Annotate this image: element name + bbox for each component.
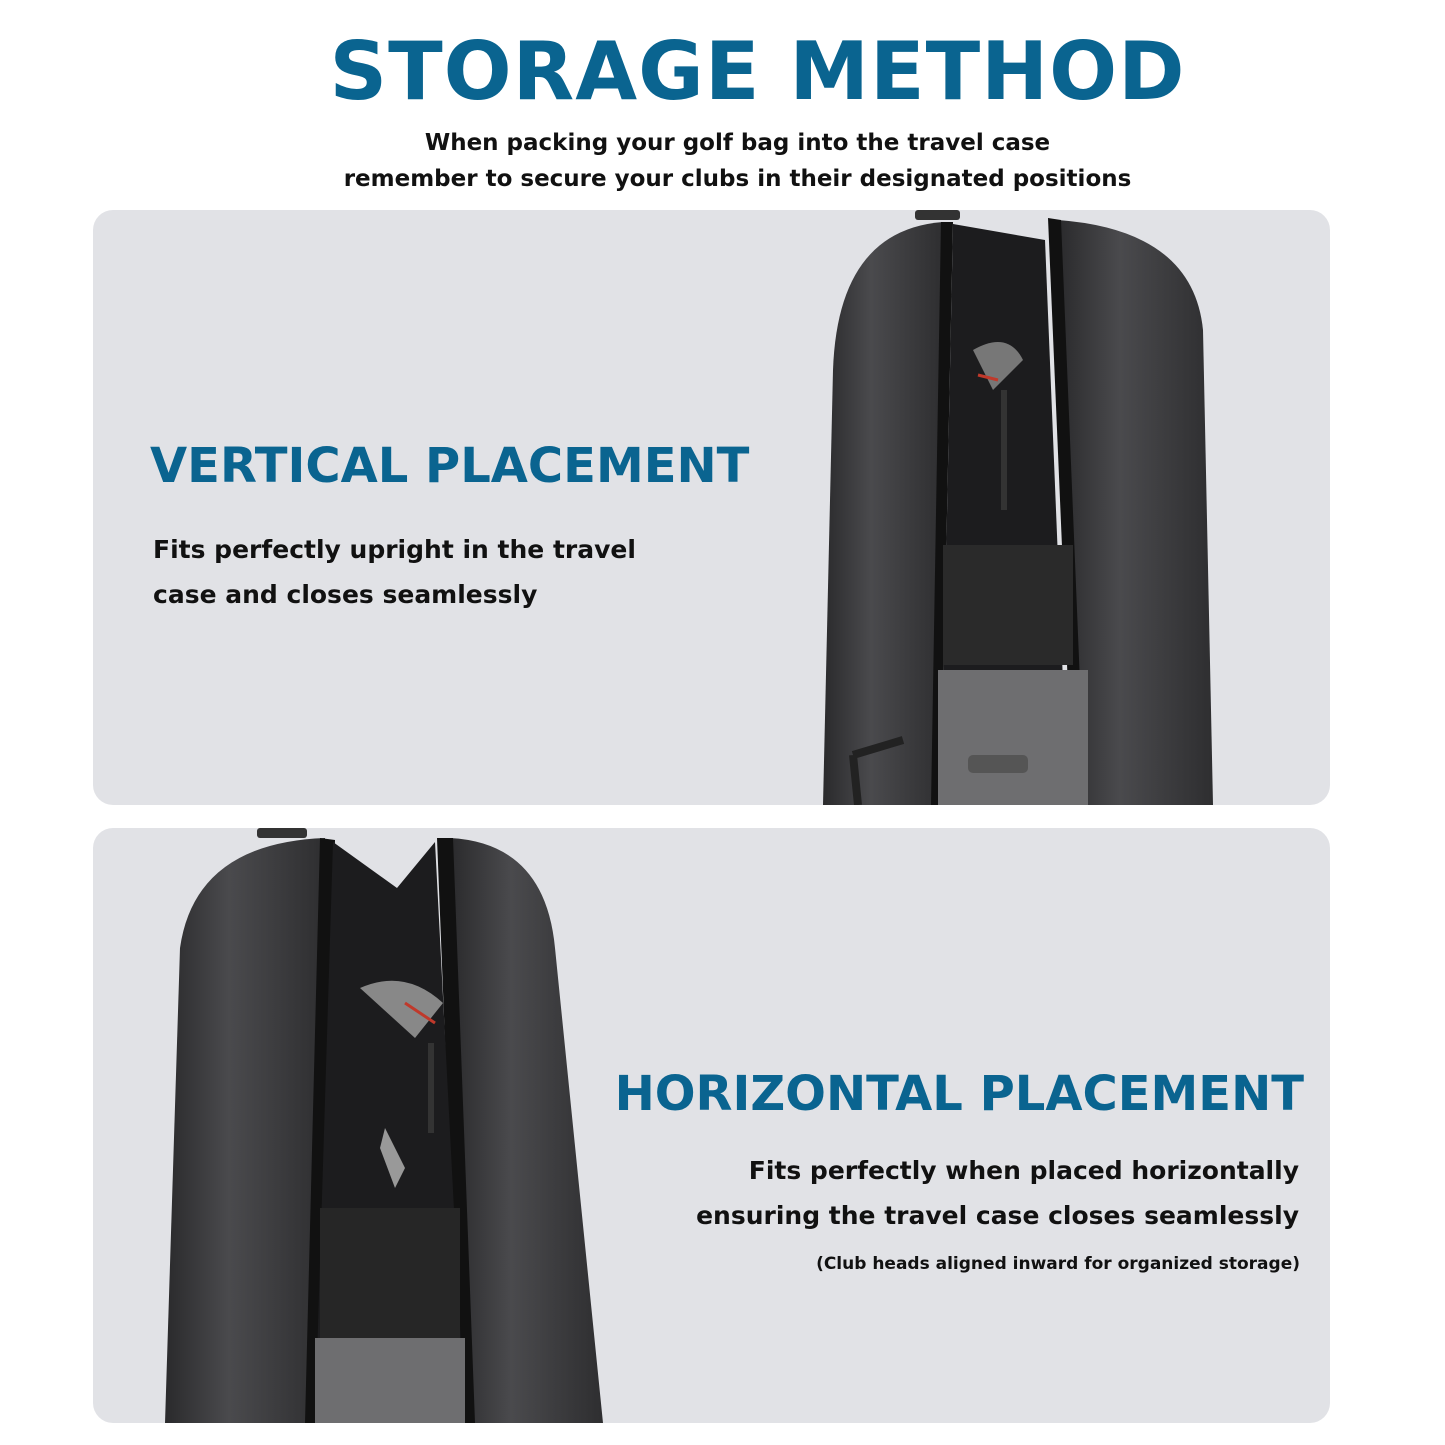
vertical-text-line-2: case and closes seamlessly [153,580,538,609]
vertical-text-line-1: Fits perfectly upright in the travel [153,535,636,564]
travel-case-horizontal-image [165,828,603,1423]
subtitle-line-1: When packing your golf bag into the trav… [424,130,1051,156]
page-title: STORAGE METHOD [329,25,1186,118]
travel-case-vertical-image [823,210,1213,805]
horizontal-note: (Club heads aligned inward for organized… [816,1254,1300,1274]
horizontal-heading: HORIZONTAL PLACEMENT [614,1066,1304,1122]
horizontal-text-line-2: ensuring the travel case closes seamless… [696,1201,1299,1230]
horizontal-placement-panel: HORIZONTAL PLACEMENT Fits perfectly when… [93,828,1330,1423]
subtitle-line-2: remember to secure your clubs in their d… [343,166,1132,192]
vertical-placement-panel: VERTICAL PLACEMENT Fits perfectly uprigh… [93,210,1330,805]
horizontal-text-line-1: Fits perfectly when placed horizontally [748,1156,1299,1185]
vertical-heading: VERTICAL PLACEMENT [150,438,750,494]
